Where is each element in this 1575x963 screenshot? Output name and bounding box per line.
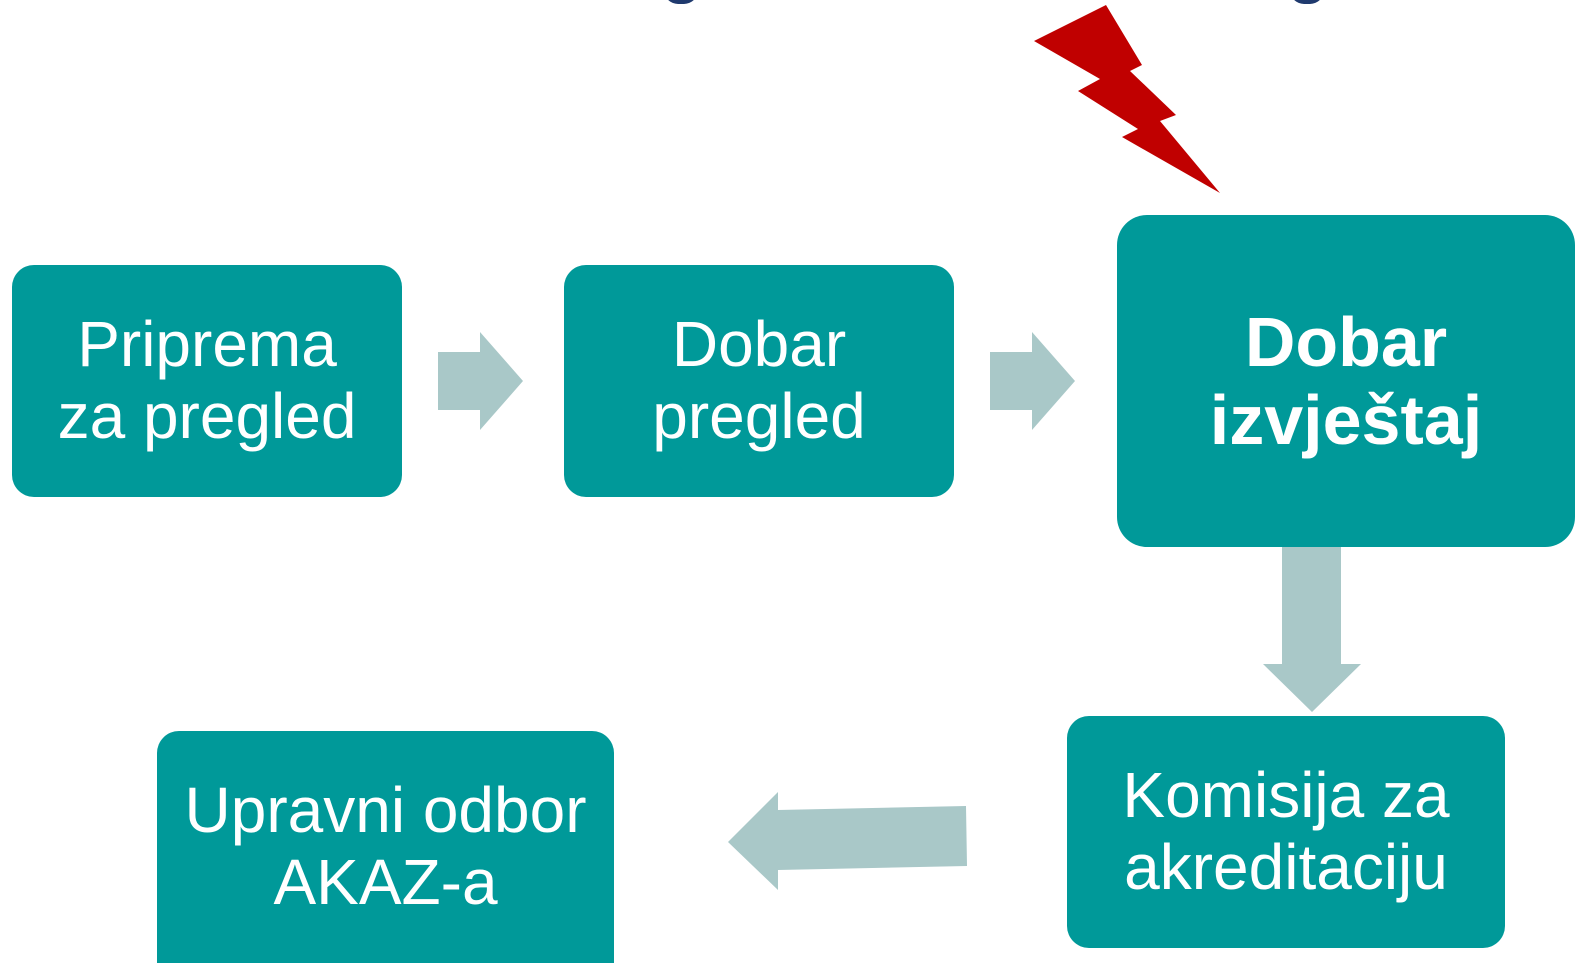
step-label: Komisija za akreditaciju (1122, 759, 1450, 903)
step-label: Priprema za pregled (57, 308, 357, 452)
step-priprema-za-pregled: Priprema za pregled (12, 265, 402, 497)
lightning-bolt-icon (1034, 5, 1220, 193)
step-label: Dobar izvještaj (1209, 302, 1483, 459)
step-dobar-pregled: Dobar pregled (564, 265, 954, 497)
step-upravni-odbor-akaz: Upravni odbor AKAZ-a (157, 731, 614, 963)
title-fragment (664, 0, 698, 4)
step-label: Upravni odbor AKAZ-a (184, 774, 587, 918)
arrow-left (728, 792, 967, 890)
arrow-down (1263, 544, 1361, 712)
cropped-title-fragments (0, 0, 1575, 40)
step-label: Dobar pregled (652, 308, 866, 452)
step-komisija-za-akreditaciju: Komisija za akreditaciju (1067, 716, 1505, 948)
title-fragment (1290, 0, 1324, 4)
arrow-right (438, 332, 523, 430)
arrow-right (990, 332, 1075, 430)
step-dobar-izvjestaj: Dobar izvještaj (1117, 215, 1575, 547)
